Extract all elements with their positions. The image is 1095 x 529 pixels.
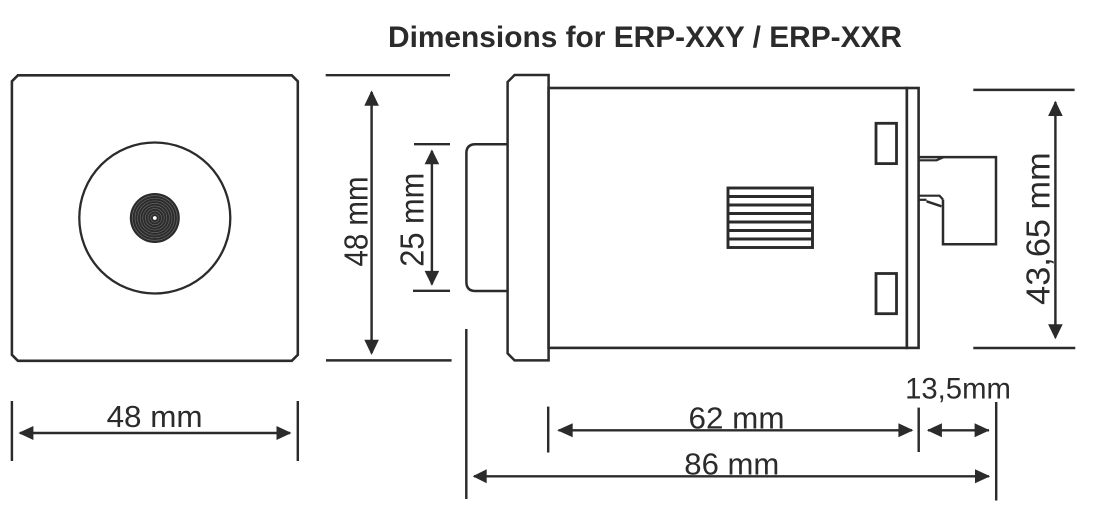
svg-text:43,65 mm: 43,65 mm (1020, 152, 1057, 305)
svg-text:48 mm: 48 mm (338, 177, 375, 267)
svg-text:48 mm: 48 mm (107, 400, 203, 434)
svg-text:62 mm: 62 mm (689, 402, 785, 436)
svg-text:Dimensions for ERP-XXY / ERP-X: Dimensions for ERP-XXY / ERP-XXR (388, 21, 902, 54)
svg-text:13,5mm: 13,5mm (905, 372, 1011, 405)
svg-text:25 mm: 25 mm (393, 173, 430, 267)
svg-text:86 mm: 86 mm (684, 447, 779, 481)
